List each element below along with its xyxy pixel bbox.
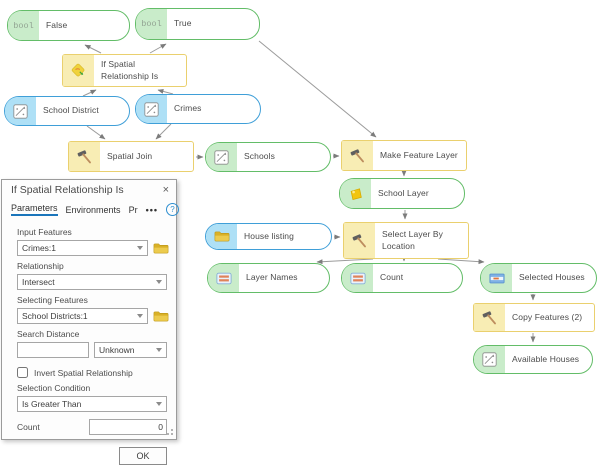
dialog-body: Input Features Crimes:1 Relationship Int… xyxy=(2,220,176,465)
chevron-down-icon xyxy=(137,246,143,250)
selection-condition-label: Selection Condition xyxy=(17,383,91,393)
tab-properties-truncated[interactable]: Pr xyxy=(128,204,138,215)
node-house-listing[interactable]: House listing xyxy=(205,223,332,250)
resize-grip[interactable] xyxy=(171,429,173,431)
connector-selectlayer-to-layernames xyxy=(316,258,374,265)
node-label: False xyxy=(46,19,68,30)
dialog-title: If Spatial Relationship Is xyxy=(11,184,124,196)
ok-button[interactable]: OK xyxy=(119,447,167,465)
browse-folder-button[interactable] xyxy=(153,310,169,323)
node-if-spatial-relationship-tool[interactable]: If Spatial Relationship Is xyxy=(62,54,187,87)
tab-parameters[interactable]: Parameters xyxy=(11,203,58,216)
search-distance-input[interactable] xyxy=(17,342,89,358)
node-label: Schools xyxy=(244,151,275,162)
node-label: Selected Houses xyxy=(519,272,585,283)
node-count[interactable]: Count xyxy=(341,263,463,293)
node-label: Count xyxy=(380,272,404,283)
dialog-titlebar: If Spatial Relationship Is × xyxy=(2,180,176,198)
bool-icon: bool xyxy=(8,11,39,40)
node-school-district[interactable]: School District xyxy=(4,96,130,126)
node-label: Crimes xyxy=(174,103,202,114)
input-features-label: Input Features xyxy=(17,227,72,237)
chevron-down-icon xyxy=(137,314,143,318)
feature-class-icon xyxy=(474,346,505,373)
relationship-combobox[interactable]: Intersect xyxy=(17,274,167,290)
connector-if-to-false xyxy=(84,44,102,54)
feature-class-icon xyxy=(5,97,36,125)
node-label: If Spatial Relationship Is xyxy=(101,59,159,81)
chevron-down-icon xyxy=(156,280,162,284)
browse-folder-button[interactable] xyxy=(153,242,169,255)
if-spatial-relationship-dialog: If Spatial Relationship Is × Parameters … xyxy=(1,179,180,465)
multivalue-icon xyxy=(208,264,239,292)
hammer-icon xyxy=(474,304,505,331)
count-input[interactable] xyxy=(89,419,167,435)
bool-icon: bool xyxy=(136,9,167,39)
invert-spatial-relationship-label: Invert Spatial Relationship xyxy=(34,367,133,378)
node-label: School District xyxy=(43,105,99,116)
invert-spatial-relationship-checkbox[interactable] xyxy=(17,367,28,378)
selection-icon xyxy=(481,264,512,292)
multivalue-icon xyxy=(342,264,373,292)
node-selected-houses[interactable]: Selected Houses xyxy=(480,263,597,293)
chevron-down-icon xyxy=(156,348,162,352)
node-label: Select Layer By Location xyxy=(382,229,444,251)
node-label: Spatial Join xyxy=(107,150,153,161)
dialog-tabs: Parameters Environments Pr ••• ? xyxy=(2,198,180,220)
hammer-icon xyxy=(344,223,375,258)
node-make-feature-layer-tool[interactable]: Make Feature Layer xyxy=(341,140,467,171)
node-false-variable[interactable]: bool False xyxy=(7,10,130,41)
node-label: School Layer xyxy=(378,187,429,198)
node-crimes[interactable]: Crimes xyxy=(135,94,261,124)
input-features-combobox[interactable]: Crimes:1 xyxy=(17,240,148,256)
node-true-variable[interactable]: bool True xyxy=(135,8,260,40)
node-schools[interactable]: Schools xyxy=(205,142,331,172)
count-label: Count xyxy=(17,422,40,432)
feature-class-icon xyxy=(136,95,167,123)
chevron-down-icon xyxy=(156,402,162,406)
folder-icon xyxy=(206,224,237,249)
node-label: Available Houses xyxy=(512,353,580,364)
layer-icon xyxy=(340,179,371,208)
relationship-label: Relationship xyxy=(17,261,64,271)
node-label: Copy Features (2) xyxy=(512,311,583,322)
close-icon[interactable]: × xyxy=(162,183,169,196)
hammer-icon xyxy=(69,142,100,171)
node-copy-features-tool[interactable]: Copy Features (2) xyxy=(473,303,595,332)
node-available-houses[interactable]: Available Houses xyxy=(473,345,593,374)
connector-true-to-makefeaturelayer xyxy=(258,40,377,138)
connector-schooldistrict-to-spatialjoin xyxy=(86,125,106,140)
node-school-layer[interactable]: School Layer xyxy=(339,178,465,209)
search-distance-unit-combobox[interactable]: Unknown xyxy=(94,342,167,358)
selecting-features-label: Selecting Features xyxy=(17,295,88,305)
connector-selectlayer-to-selectedhouses xyxy=(437,258,485,265)
selection-condition-combobox[interactable]: Is Greater Than xyxy=(17,396,167,412)
node-select-layer-by-location-tool[interactable]: Select Layer By Location xyxy=(343,222,469,259)
node-layer-names[interactable]: Layer Names xyxy=(207,263,330,293)
tab-overflow-icon[interactable]: ••• xyxy=(145,204,159,215)
feature-class-icon xyxy=(206,143,237,171)
node-spatial-join-tool[interactable]: Spatial Join xyxy=(68,141,194,172)
modelbuilder-canvas: bool False bool True If Spatial Relation… xyxy=(1,8,597,465)
search-distance-label: Search Distance xyxy=(17,329,80,339)
connector-crimes-to-spatialjoin xyxy=(155,123,172,140)
connector-if-to-true xyxy=(149,43,167,54)
node-label: Make Feature Layer xyxy=(380,149,458,160)
node-label: True xyxy=(174,18,192,29)
if-logic-icon xyxy=(63,55,94,86)
selecting-features-combobox[interactable]: School Districts:1 xyxy=(17,308,148,324)
node-label: Layer Names xyxy=(246,272,298,283)
help-icon[interactable]: ? xyxy=(166,203,180,216)
node-label: House listing xyxy=(244,230,294,241)
tab-environments[interactable]: Environments xyxy=(65,204,121,215)
hammer-icon xyxy=(342,141,373,170)
